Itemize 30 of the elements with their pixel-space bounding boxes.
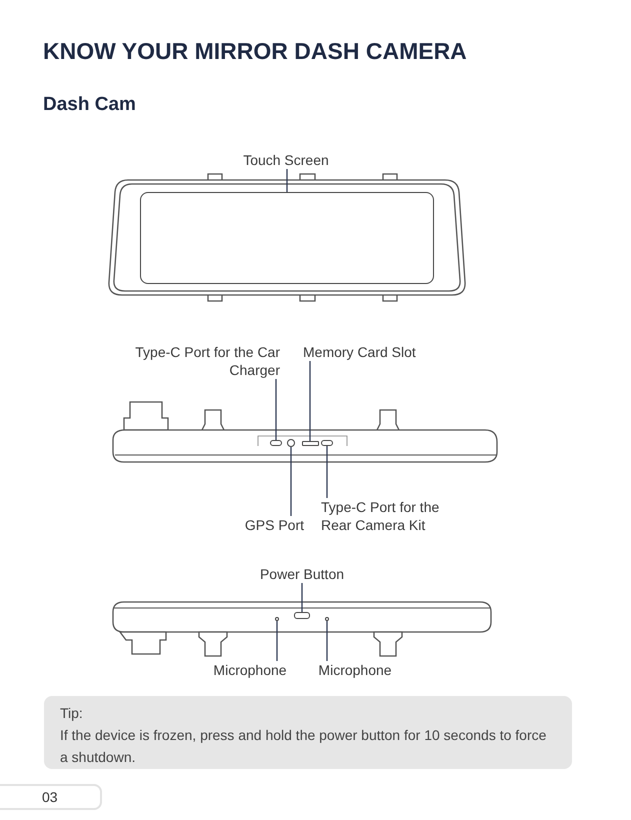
touch-screen — [140, 192, 434, 284]
leader-line — [326, 446, 328, 498]
leader-line — [286, 169, 288, 192]
part-label: Type-C Port for the Rear Camera Kit — [321, 498, 461, 534]
page-title: KNOW YOUR MIRROR DASH CAMERA — [43, 38, 467, 65]
leader-line — [290, 447, 292, 516]
part-label: Touch Screen — [226, 151, 346, 169]
page-tab — [0, 784, 102, 810]
part-label: Power Button — [242, 565, 362, 583]
power-button — [294, 612, 310, 619]
microphone-hole — [275, 617, 279, 621]
part-label: Microphone — [305, 661, 405, 679]
microphone-hole — [325, 617, 329, 621]
tip-box — [44, 696, 572, 769]
part-label: Type-C Port for the Car Charger — [120, 343, 280, 379]
leader-line — [309, 361, 311, 441]
section-heading: Dash Cam — [43, 94, 136, 116]
tip-text: If the device is frozen, press and hold the power button for 10 seconds to force a shutdown. — [60, 726, 548, 767]
card-slot — [302, 441, 319, 446]
leader-line — [275, 379, 277, 440]
usb-c-port — [270, 440, 282, 446]
part-label: Memory Card Slot — [303, 343, 433, 361]
part-label: Microphone — [200, 661, 300, 679]
leader-line — [276, 621, 278, 661]
leader-line — [301, 583, 303, 612]
leader-line — [326, 621, 328, 661]
page-number: 03 — [42, 789, 58, 805]
tip-heading: Tip: — [60, 704, 84, 723]
part-label: GPS Port — [236, 516, 304, 534]
usb-c-port — [321, 440, 333, 446]
